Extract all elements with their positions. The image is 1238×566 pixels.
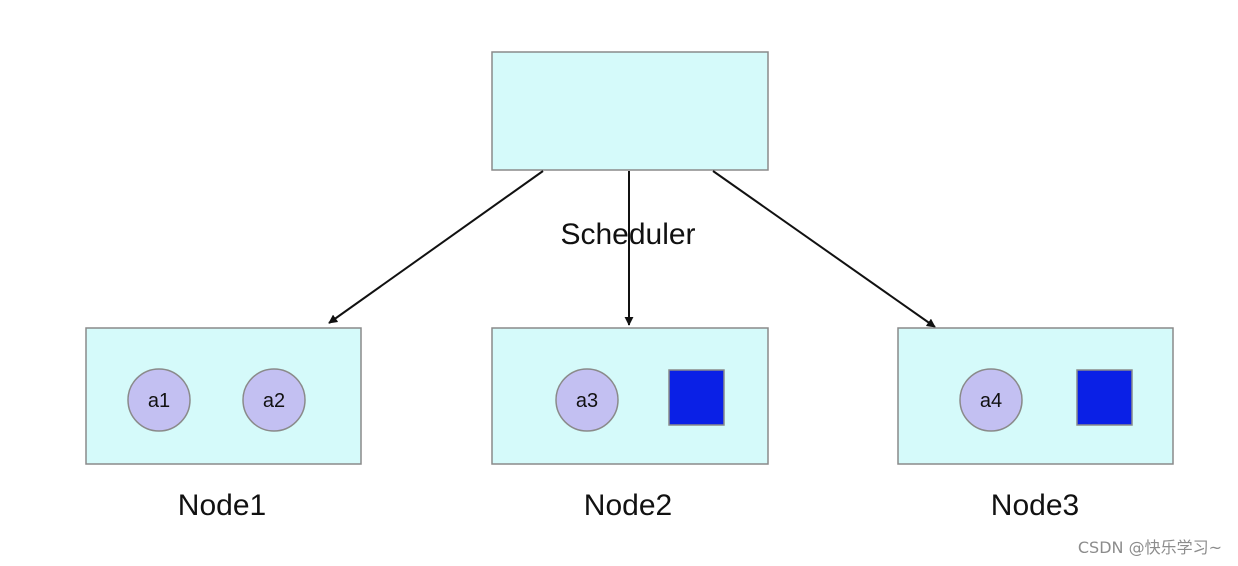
pod-a4-circle (959, 368, 1023, 432)
pod-a4: a4 (959, 368, 1023, 432)
node-3-blue-square (1076, 369, 1133, 426)
arrow-to-node1 (328, 170, 544, 324)
pod-a2: a2 (242, 368, 306, 432)
pod-a2-circle (242, 368, 306, 432)
scheduler-box (491, 51, 769, 171)
pod-a3: a3 (555, 368, 619, 432)
node-3: a4 Node3 (897, 327, 1174, 522)
node-2-box (491, 327, 769, 465)
arrow-to-node3 (712, 170, 936, 328)
pod-a1-circle (127, 368, 191, 432)
node-1-box (85, 327, 362, 465)
pod-a1: a1 (127, 368, 191, 432)
watermark: CSDN @快乐学习~ (1077, 538, 1222, 557)
node-2: a3 Node2 (491, 327, 769, 522)
pod-a1-label: a1 (148, 390, 170, 412)
pod-a3-circle (555, 368, 619, 432)
node-2-blue-square (668, 369, 725, 426)
node-1-label: Node1 (178, 489, 266, 522)
pod-a3-label: a3 (576, 390, 598, 412)
pod-a4-label: a4 (980, 390, 1002, 412)
node-3-label: Node3 (991, 489, 1079, 522)
pod-a2-label: a2 (263, 390, 285, 412)
scheduler-label: Scheduler (560, 218, 695, 251)
node-1: a1 a2 Node1 (85, 327, 362, 522)
node-2-label: Node2 (584, 489, 672, 522)
